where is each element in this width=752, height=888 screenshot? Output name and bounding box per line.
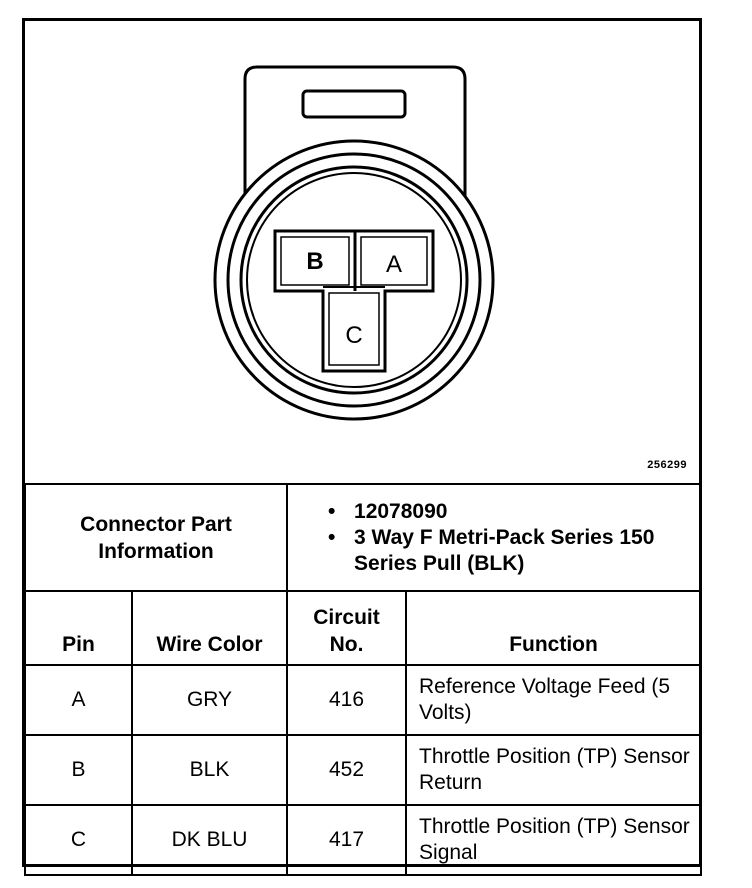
- cell-circuit: 452: [286, 734, 408, 806]
- connector-part-description: 3 Way F Metri-Pack Series 150 Series Pul…: [328, 525, 700, 577]
- cell-pin: B: [24, 734, 133, 806]
- cell-circuit: 417: [286, 804, 408, 876]
- cavity-c-inner: [328, 292, 380, 366]
- header-function: Function: [405, 590, 703, 666]
- cell-circuit: 416: [286, 664, 408, 736]
- connector-ring-3: [239, 165, 469, 395]
- pin-label-b: B: [306, 248, 323, 275]
- pin-label-a: A: [386, 251, 402, 278]
- cell-function: Throttle Position (TP) Sensor Return: [405, 734, 703, 806]
- figure-id: 256299: [647, 459, 687, 471]
- connector-info-row: Connector Part Information 12078090 3 Wa…: [23, 483, 703, 592]
- connector-info-label-text: Connector Part Information: [80, 512, 232, 563]
- connector-inner-ring: [246, 172, 462, 388]
- cell-function: Throttle Position (TP) Sensor Signal: [405, 804, 703, 876]
- connector-sheet: B A C 256299 Connector Part Information …: [22, 18, 703, 876]
- connector-ring-2: [226, 152, 482, 408]
- header-circuit-no: Circuit No.: [286, 590, 408, 666]
- connector-info-label: Connector Part Information: [23, 483, 289, 592]
- connector-info-list: 12078090 3 Way F Metri-Pack Series 150 S…: [286, 483, 703, 592]
- cell-pin: C: [24, 804, 133, 876]
- cell-pin: A: [24, 664, 133, 736]
- table-row: C DK BLU 417 Throttle Position (TP) Sens…: [24, 804, 703, 876]
- pin-label-c: C: [345, 322, 362, 349]
- connector-table: Connector Part Information 12078090 3 Wa…: [23, 483, 703, 876]
- table-row: A GRY 416 Reference Voltage Feed (5 Volt…: [24, 664, 703, 736]
- cell-function: Reference Voltage Feed (5 Volts): [405, 664, 703, 736]
- table-row: B BLK 452 Throttle Position (TP) Sensor …: [24, 734, 703, 806]
- header-pin: Pin: [24, 590, 133, 666]
- table-header-row: Pin Wire Color Circuit No. Function: [24, 590, 703, 666]
- cell-wire-color: GRY: [130, 664, 289, 736]
- connector-diagram: B A C 256299: [25, 21, 699, 483]
- cell-wire-color: BLK: [130, 734, 289, 806]
- cavity-a-inner: [360, 236, 428, 286]
- connector-part-number: 12078090: [328, 499, 700, 525]
- latch-slot: [301, 89, 407, 119]
- cavity-b-inner: [280, 236, 350, 286]
- header-wire-color: Wire Color: [130, 590, 289, 666]
- pin-cavity-outline: [273, 229, 435, 373]
- connector-drawing: B A C: [213, 65, 495, 421]
- cell-wire-color: DK BLU: [130, 804, 289, 876]
